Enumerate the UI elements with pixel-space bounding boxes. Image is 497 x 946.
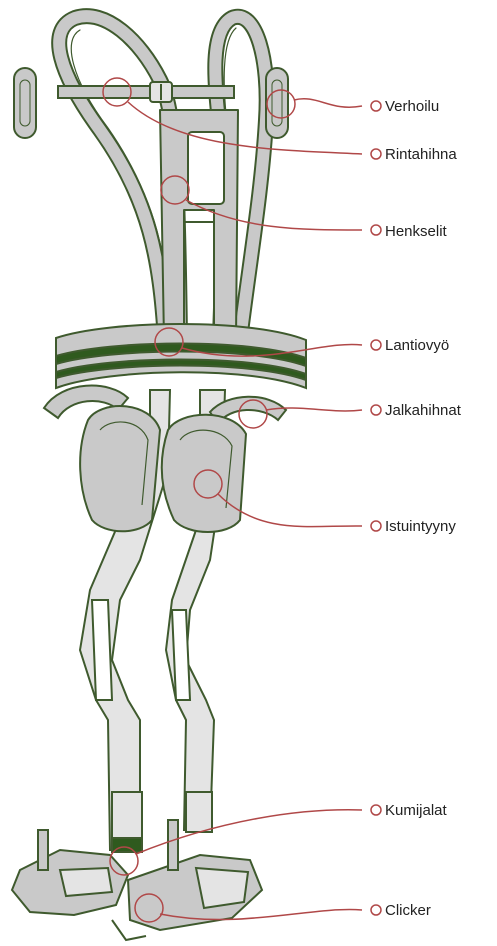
label-clicker: Clicker [385,902,431,919]
chest-strap [58,82,234,102]
label-jalkahihnat: Jalkahihnat [385,402,462,419]
labels: Verhoilu Rintahihna Henkselit Lantiovyö … [385,98,462,919]
label-verhoilu: Verhoilu [385,98,439,115]
label-lantiovyo: Lantiovyö [385,337,449,354]
label-rintahihna: Rintahihna [385,146,457,163]
suspenders [59,16,267,340]
label-istuintyyny: Istuintyyny [385,518,456,535]
label-kumijalat: Kumijalat [385,802,448,819]
label-henkselit: Henkselit [385,223,448,240]
